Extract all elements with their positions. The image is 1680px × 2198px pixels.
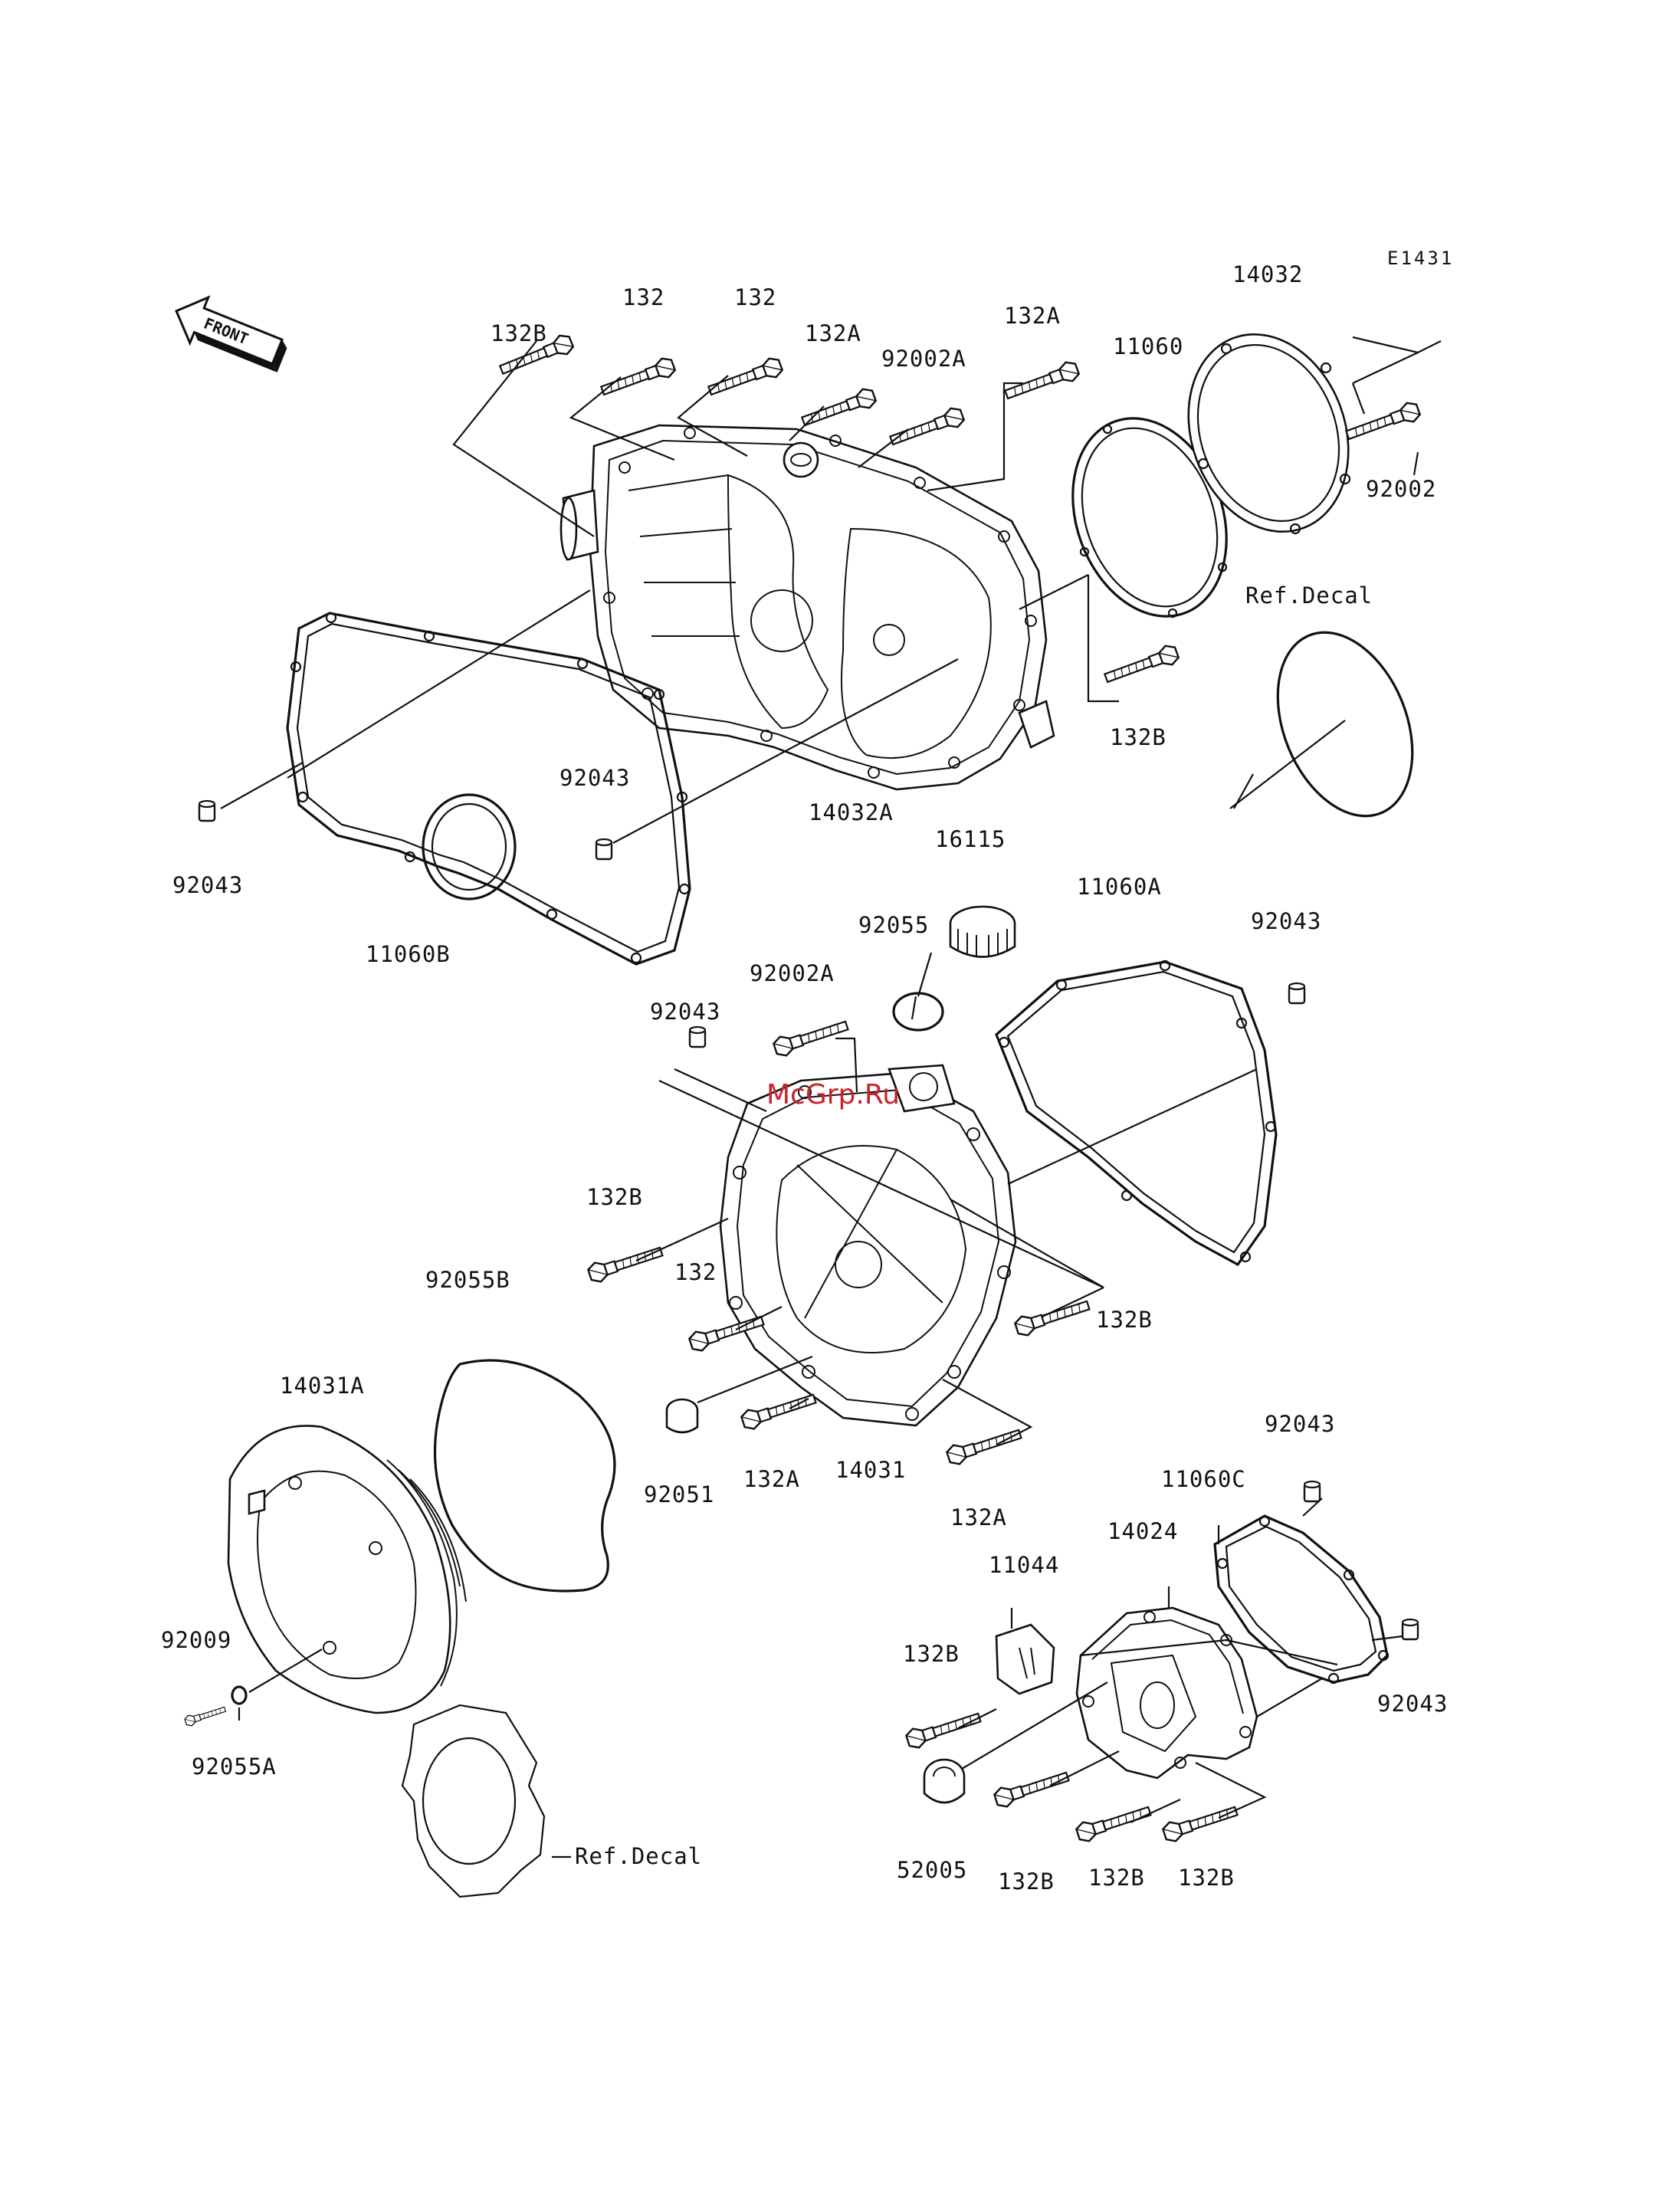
label-132b: 132B bbox=[1110, 724, 1166, 750]
label-11044: 11044 bbox=[989, 1552, 1059, 1578]
label-132: 132 bbox=[734, 284, 776, 310]
label-132a: 132A bbox=[950, 1504, 1007, 1530]
label-ref-decal: Ref.Decal bbox=[1245, 582, 1373, 609]
label-132a: 132A bbox=[1004, 303, 1061, 329]
front-arrow-icon: FRONT bbox=[167, 288, 294, 377]
dowel-92043-4 bbox=[690, 1027, 705, 1047]
label-52005: 52005 bbox=[897, 1857, 967, 1883]
clutch-cover-14032a bbox=[561, 425, 1054, 789]
bolt-132b-7 bbox=[1075, 1802, 1153, 1844]
label-132b: 132B bbox=[491, 320, 547, 346]
label-92055: 92055 bbox=[858, 912, 929, 938]
label-92043: 92043 bbox=[1377, 1691, 1448, 1717]
watermark: McGrp.Ru bbox=[766, 1079, 900, 1110]
bolt-132b-8 bbox=[1162, 1802, 1239, 1844]
bolt-132-1 bbox=[599, 356, 677, 400]
label-92009: 92009 bbox=[161, 1627, 231, 1653]
label-92043: 92043 bbox=[1265, 1411, 1335, 1437]
bolt-92002a-2 bbox=[773, 1016, 850, 1058]
label-11060: 11060 bbox=[1113, 333, 1183, 359]
dowel-92043-2 bbox=[199, 801, 215, 821]
dowel-92043-3 bbox=[1289, 983, 1304, 1003]
label-14032: 14032 bbox=[1232, 261, 1303, 287]
bolt-132a-2 bbox=[1003, 359, 1081, 404]
label-132b: 132B bbox=[903, 1641, 960, 1667]
clutch-cover-14031 bbox=[720, 1065, 1016, 1425]
label-16115: 16115 bbox=[935, 826, 1006, 852]
label-11060a: 11060A bbox=[1077, 874, 1162, 900]
bracket-11044 bbox=[996, 1625, 1054, 1694]
ref-decal-oval-1 bbox=[1252, 612, 1438, 836]
label-14032a: 14032A bbox=[809, 799, 894, 825]
label-92055a: 92055A bbox=[192, 1753, 277, 1780]
label-14024: 14024 bbox=[1107, 1518, 1178, 1544]
label-132b: 132B bbox=[1088, 1865, 1145, 1891]
bolt-132-2 bbox=[707, 356, 784, 400]
label-132b: 132B bbox=[1096, 1307, 1153, 1333]
o-ring-92055a bbox=[232, 1687, 246, 1704]
bolt-132b-2 bbox=[1103, 643, 1180, 687]
bolt-132b-4 bbox=[1014, 1296, 1091, 1338]
o-ring-92055 bbox=[894, 993, 943, 1030]
cover-14024 bbox=[1077, 1608, 1257, 1778]
label-92055b: 92055B bbox=[425, 1267, 510, 1293]
inspection-cover-14032 bbox=[1162, 312, 1375, 554]
label-92043: 92043 bbox=[559, 765, 630, 791]
dowel-92043-5 bbox=[1304, 1481, 1320, 1501]
label-14031: 14031 bbox=[835, 1457, 906, 1483]
label-ref-decal: Ref.Decal bbox=[575, 1843, 702, 1869]
bolt-92002 bbox=[1344, 400, 1422, 445]
dowel-92043-1 bbox=[596, 839, 612, 859]
bolt-132a-3 bbox=[740, 1389, 818, 1432]
label-132a: 132A bbox=[805, 320, 861, 346]
label-92002a: 92002A bbox=[881, 346, 966, 372]
label-92002: 92002 bbox=[1366, 476, 1436, 502]
label-11060b: 11060B bbox=[366, 941, 451, 967]
label-132a: 132A bbox=[743, 1466, 800, 1492]
ref-decal-plate-2 bbox=[402, 1705, 544, 1897]
oil-seal-52005 bbox=[924, 1760, 964, 1803]
label-92002a: 92002A bbox=[750, 960, 835, 986]
bolt-132a-1 bbox=[800, 386, 878, 431]
label-14031a: 14031A bbox=[280, 1373, 365, 1399]
label-132b: 132B bbox=[586, 1184, 643, 1210]
label-132b: 132B bbox=[1178, 1865, 1235, 1891]
bolt-132b-5 bbox=[905, 1708, 983, 1750]
bolt-132b-6 bbox=[993, 1767, 1071, 1809]
bolt-92002a-1 bbox=[888, 405, 966, 450]
label-132: 132 bbox=[622, 284, 664, 310]
label-92043: 92043 bbox=[650, 999, 720, 1025]
label-132b: 132B bbox=[998, 1868, 1055, 1895]
filler-cap-16115 bbox=[950, 907, 1015, 957]
label-11060c: 11060C bbox=[1161, 1466, 1246, 1492]
dowel-92043-6 bbox=[1403, 1619, 1418, 1639]
label-92051: 92051 bbox=[644, 1481, 714, 1507]
o-ring-92055b bbox=[435, 1360, 615, 1591]
diagram-code: E1431 bbox=[1387, 248, 1454, 269]
cover-14031a bbox=[228, 1425, 466, 1713]
bolt-132a-4 bbox=[946, 1425, 1023, 1467]
label-132: 132 bbox=[674, 1259, 717, 1285]
label-92043: 92043 bbox=[172, 872, 243, 898]
bolt-92009 bbox=[184, 1704, 227, 1727]
gasket-11060a bbox=[996, 961, 1276, 1265]
bolt-132b-3 bbox=[587, 1242, 664, 1284]
label-92043: 92043 bbox=[1251, 908, 1321, 934]
washer-92051 bbox=[667, 1399, 697, 1432]
